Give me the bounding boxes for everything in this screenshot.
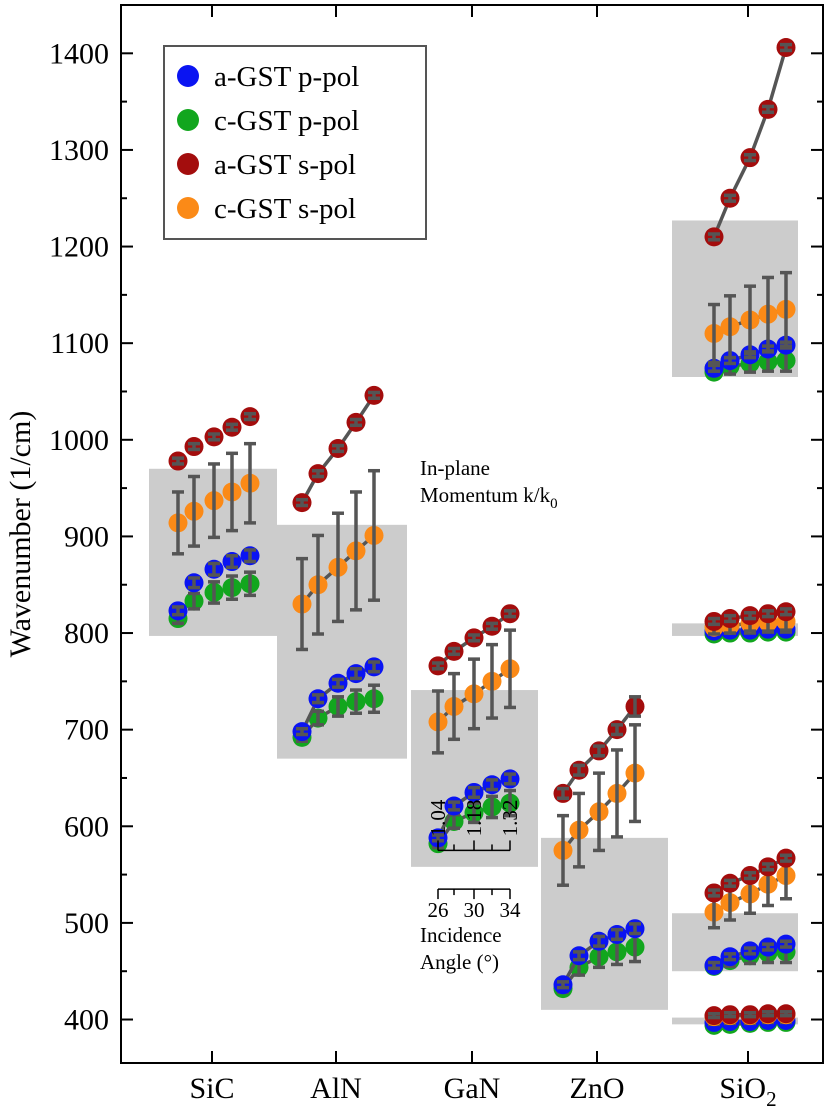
legend-marker-a-gst-p-pol: [177, 65, 199, 87]
angle-title-line2: Angle (°): [420, 950, 499, 974]
x-category-label: AlN: [310, 1072, 362, 1105]
y-tick-label: 1200: [49, 231, 109, 264]
y-tick-label: 800: [64, 617, 109, 650]
momentum-title-line2: Momentum k/k0: [420, 483, 558, 512]
series-c-gst-s-pol-sio2: [704, 270, 796, 365]
series-a-gst-s-pol-zno: [553, 695, 645, 803]
series-a-gst-p-pol-sio2: [704, 934, 796, 975]
legend-label-a-gst-s-pol: a-GST s-pol: [214, 149, 356, 181]
y-tick-label: 1300: [49, 134, 109, 167]
legend-marker-c-gst-s-pol: [177, 197, 199, 219]
series-a-gst-s-pol-sio2: [704, 602, 796, 631]
series-a-gst-s-pol-aln: [292, 385, 384, 513]
series-c-gst-s-pol-zno: [553, 723, 645, 887]
angle-title-line1: Incidence: [420, 923, 502, 947]
legend-box: [163, 45, 427, 240]
series-a-gst-s-pol-sio2: [704, 1004, 796, 1026]
series-c-gst-s-pol-aln: [292, 468, 384, 652]
series-c-gst-s-pol-sic: [168, 441, 260, 556]
momentum-tick-label: 1.32: [498, 800, 522, 837]
band-sio2: [672, 220, 798, 291]
series-c-gst-s-pol-gan: [428, 628, 520, 755]
legend-label-c-gst-p-pol: c-GST p-pol: [214, 105, 359, 137]
y-tick-label: 1100: [50, 327, 109, 360]
y-tick-label: 900: [64, 520, 109, 553]
momentum-title-line1: In-plane: [420, 456, 490, 480]
axes: 400 500 600 700 800 900 1000 1100 1200 1300 1400Si…: [4, 4, 824, 1110]
y-tick-label: 500: [64, 907, 109, 940]
legend-marker-c-gst-p-pol: [177, 109, 199, 131]
series-a-gst-p-pol-gan: [428, 769, 520, 848]
x-category-label: ZnO: [570, 1072, 625, 1105]
series-a-gst-s-pol-sic: [168, 407, 260, 471]
momentum-tick-label: 1.18: [462, 800, 486, 837]
legend-label-c-gst-s-pol: c-GST s-pol: [214, 193, 356, 225]
series-line: [712, 47, 788, 238]
y-tick-label: 1000: [49, 424, 109, 457]
y-tick-label: 700: [64, 714, 109, 747]
series-a-gst-s-pol-gan: [428, 604, 520, 676]
legend-label-a-gst-p-pol: a-GST p-pol: [214, 61, 359, 93]
series-c-gst-s-pol-sio2: [704, 850, 796, 930]
data-series: [168, 38, 796, 1035]
y-tick-label: 600: [64, 810, 109, 843]
x-category-label: SiO2: [719, 1072, 776, 1110]
angle-tick-label: 26: [428, 898, 449, 922]
y-tick-label: 400: [64, 1004, 109, 1037]
series-a-gst-p-pol-zno: [553, 919, 645, 995]
legend-marker-a-gst-s-pol: [177, 153, 199, 175]
series-a-gst-p-pol-aln: [292, 657, 384, 742]
y-axis-label: Wavenumber (1/cm): [4, 411, 37, 658]
angle-tick-label: 30: [464, 898, 485, 922]
series-a-gst-s-pol-sio2: [704, 38, 796, 247]
momentum-tick-label: 1.04: [426, 799, 450, 836]
angle-tick-label: 34: [500, 898, 522, 922]
series-a-gst-p-pol-sic: [168, 546, 260, 621]
legend: a-GST p-pol c-GST p-pol a-GST s-pol c-GST s…: [163, 45, 427, 240]
y-tick-label: 1400: [49, 37, 109, 70]
series-a-gst-s-pol-sio2: [704, 848, 796, 903]
x-category-label: SiC: [189, 1072, 234, 1105]
x-category-label: GaN: [444, 1072, 501, 1105]
